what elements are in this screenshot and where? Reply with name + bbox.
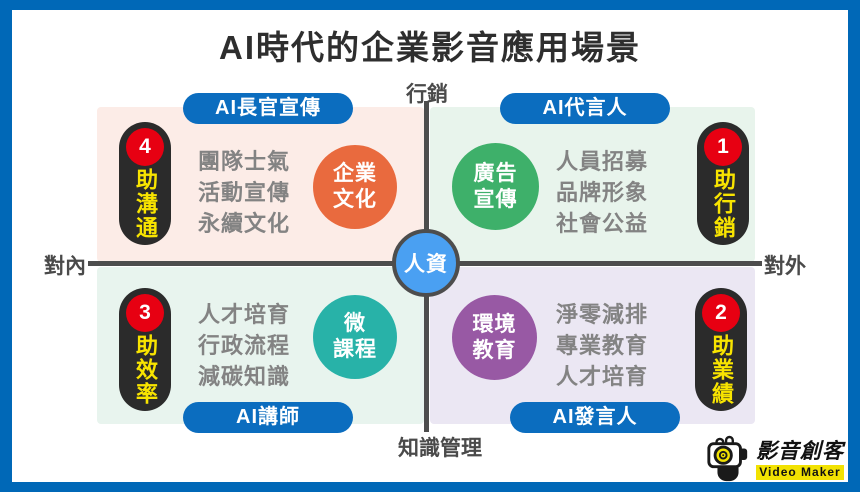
number-badge-2: 2 (702, 294, 740, 332)
list-item: 人才培育 (198, 302, 291, 327)
benefit-pill-1: 1 助行銷 (697, 122, 749, 245)
brand-logo: 影音創客 Video Maker (705, 435, 844, 485)
benefit-label-efficiency: 助效率 (133, 334, 158, 406)
camera-hand-icon (707, 435, 748, 482)
list-item: 品牌形象 (556, 180, 649, 205)
list-item: 團隊士氣 (198, 149, 291, 174)
number-badge-4: 4 (126, 128, 164, 166)
benefit-pill-2: 2 助業績 (695, 288, 747, 411)
topic-circle-environment-education: 環境 教育 (452, 295, 537, 380)
list-item: 淨零減排 (556, 302, 649, 327)
item-list-bottom-right: 淨零減排 專業教育 人才培育 (556, 299, 648, 392)
list-item: 永續文化 (198, 211, 291, 236)
brand-logo-text: 影音創客 Video Maker (756, 439, 844, 480)
list-item: 減碳知識 (198, 364, 291, 389)
topic-circle-corporate-culture: 企業 文化 (313, 145, 397, 229)
brand-name: 影音創客 (756, 439, 844, 463)
list-item: 人才培育 (556, 364, 649, 389)
brand-subtitle: Video Maker (756, 464, 844, 480)
number-badge-1: 1 (704, 128, 742, 166)
page-title: AI時代的企業影音應用場景 (219, 29, 641, 66)
benefit-label-communication: 助溝通 (133, 168, 158, 240)
benefit-label-performance: 助業績 (709, 334, 734, 406)
benefit-pill-4: 4 助溝通 (119, 122, 171, 245)
axis-label-internal: 對內 (44, 255, 86, 278)
benefit-label-marketing: 助行銷 (711, 168, 736, 240)
tag-ai-announcer: AI發言人 (510, 402, 680, 433)
list-item: 社會公益 (556, 211, 649, 236)
benefit-pill-3: 3 助效率 (119, 288, 171, 411)
list-item: 活動宣傳 (198, 180, 291, 205)
item-list-top-right: 人員招募 品牌形象 社會公益 (556, 146, 648, 239)
topic-circle-microcourse: 微 課程 (313, 295, 397, 379)
axis-label-external: 對外 (764, 255, 806, 278)
axis-label-knowledge: 知識管理 (398, 437, 482, 460)
list-item: 專業教育 (556, 333, 649, 358)
tag-ai-executive-promo: AI長官宣傳 (183, 93, 353, 124)
center-circle-hr: 人資 (392, 229, 460, 297)
axis-label-marketing: 行銷 (406, 83, 448, 106)
item-list-bottom-left: 人才培育 行政流程 減碳知識 (198, 299, 290, 392)
number-badge-3: 3 (126, 294, 164, 332)
item-list-top-left: 團隊士氣 活動宣傳 永續文化 (198, 146, 290, 239)
list-item: 行政流程 (198, 333, 291, 358)
tag-ai-lecturer: AI講師 (183, 402, 353, 433)
list-item: 人員招募 (556, 149, 649, 174)
topic-circle-advertising: 廣告 宣傳 (452, 143, 539, 230)
tag-ai-spokesperson: AI代言人 (500, 93, 670, 124)
